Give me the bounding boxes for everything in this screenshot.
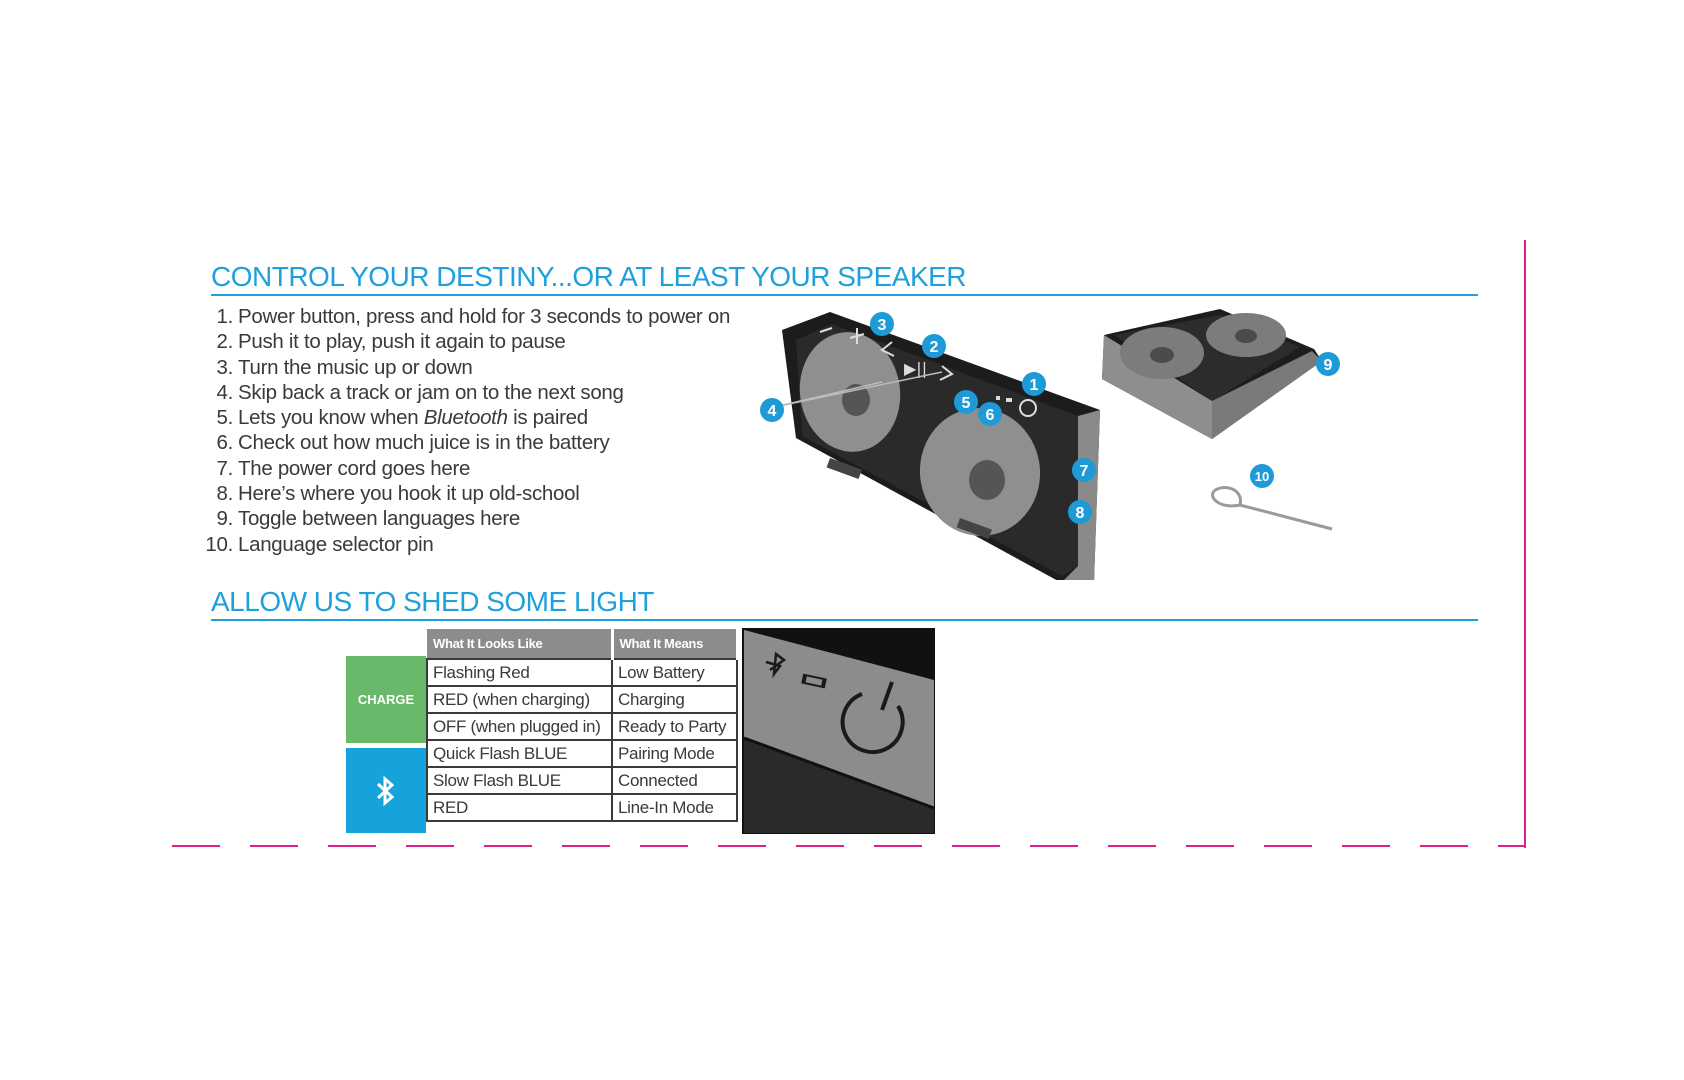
callout-2: 2 [922, 334, 946, 358]
list-item: 8.Here’s where you hook it up old-school [216, 482, 580, 506]
svg-text:1: 1 [1030, 377, 1039, 394]
table-row: RED (when charging)Charging [426, 685, 738, 714]
list-item: 3.Turn the music up or down [216, 355, 473, 379]
controls-heading: CONTROL YOUR DESTINY...OR AT LEAST YOUR … [211, 261, 967, 292]
speaker-back-illustration [1102, 309, 1322, 439]
led-closeup-illustration [742, 628, 935, 834]
svg-text:7: 7 [1080, 463, 1089, 480]
list-item: 4.Skip back a track or jam on to the nex… [216, 380, 624, 404]
callout-8: 8 [1068, 500, 1092, 524]
svg-text:5: 5 [962, 395, 971, 412]
bluetooth-led-icon [765, 651, 787, 679]
svg-text:3: 3 [878, 317, 887, 334]
speaker-front-illustration: ▶|| [769, 312, 1100, 580]
battery-led-icon [801, 673, 827, 689]
list-item: 1.Power button, press and hold for 3 sec… [216, 305, 731, 328]
svg-text:6: 6 [986, 407, 995, 424]
callout-4: 4 [760, 398, 784, 422]
callout-10: 10 [1250, 464, 1274, 488]
callout-3: 3 [870, 312, 894, 336]
svg-text:2: 2 [930, 339, 939, 356]
table-header: What It Means [612, 629, 739, 659]
svg-text:▶||: ▶|| [904, 359, 927, 378]
svg-text:8: 8 [1076, 505, 1085, 522]
language-pin-illustration [1211, 486, 1333, 531]
callout-6: 6 [978, 402, 1002, 426]
list-item: 6.Check out how much juice is in the bat… [216, 431, 610, 455]
list-item: 2.Push it to play, push it again to paus… [216, 330, 566, 354]
lights-heading-rule [211, 619, 1478, 621]
control-list: 1.Power button, press and hold for 3 sec… [205, 304, 730, 557]
charge-label: CHARGE [346, 656, 426, 743]
bluetooth-label [346, 748, 426, 833]
svg-text:9: 9 [1324, 357, 1333, 374]
list-item: 7.The power cord goes here [216, 456, 471, 480]
callout-7: 7 [1072, 458, 1096, 482]
callout-5: 5 [954, 390, 978, 414]
lights-heading: ALLOW US TO SHED SOME LIGHT [211, 586, 654, 617]
svg-text:10: 10 [1255, 469, 1269, 484]
bluetooth-icon [376, 775, 395, 806]
led-status-table: What It Looks Like What It Means Flashin… [426, 629, 739, 822]
table-header: What It Looks Like [427, 629, 614, 659]
list-item: 5.Lets you know when Bluetooth is paired [216, 406, 589, 430]
list-item: 9.Toggle between languages here [216, 507, 521, 531]
callout-1: 1 [1022, 372, 1046, 396]
callout-9: 9 [1316, 352, 1340, 376]
svg-text:4: 4 [768, 403, 777, 420]
controls-heading-rule [211, 294, 1478, 296]
table-row: OFF (when plugged in)Ready to Party [426, 712, 738, 741]
list-item: 10.Language selector pin [205, 532, 434, 556]
power-icon [840, 681, 905, 755]
